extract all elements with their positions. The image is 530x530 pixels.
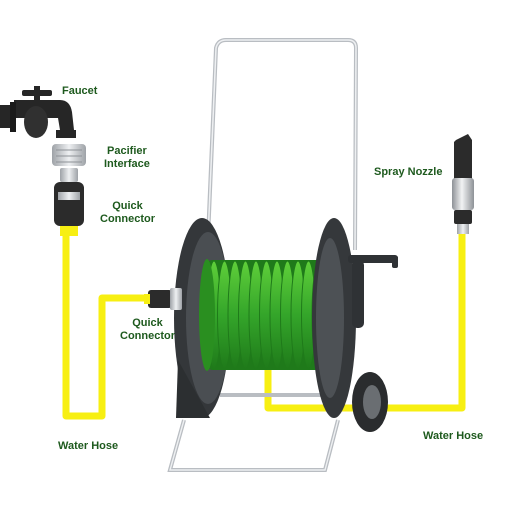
spray-nozzle-icon [452,134,474,234]
quick-connector-reel-label: Quick Connector [120,317,175,343]
pacifier-interface-label-line1: Pacifier [107,145,147,157]
quick-connector-icon [54,168,84,236]
water-hose-right-label: Water Hose [423,430,484,442]
quick-connector-top-label: Quick Connector [100,200,155,226]
faucet-label: Faucet [62,85,98,97]
quick-connector-reel-label-line1: Quick [132,317,163,329]
hose-reel-cart-icon [144,38,398,472]
pacifier-interface-label: Pacifier Interface [104,145,150,171]
reel-inlet-connector [144,288,182,310]
spray-nozzle-label: Spray Nozzle [374,166,443,178]
quick-connector-top-label-line1: Quick [112,200,143,212]
pacifier-interface-icon [52,144,86,166]
water-hose-left-label: Water Hose [58,440,119,452]
cart-base-frame [167,419,340,472]
water-hose-left [62,236,148,420]
quick-connector-reel-label-line2: Connector [120,330,175,342]
crank-handle [348,255,398,328]
pacifier-interface-label-line2: Interface [104,158,150,170]
faucet-icon [0,86,76,138]
reel-hose-drum [199,259,327,371]
quick-connector-top-label-line2: Connector [100,213,155,225]
